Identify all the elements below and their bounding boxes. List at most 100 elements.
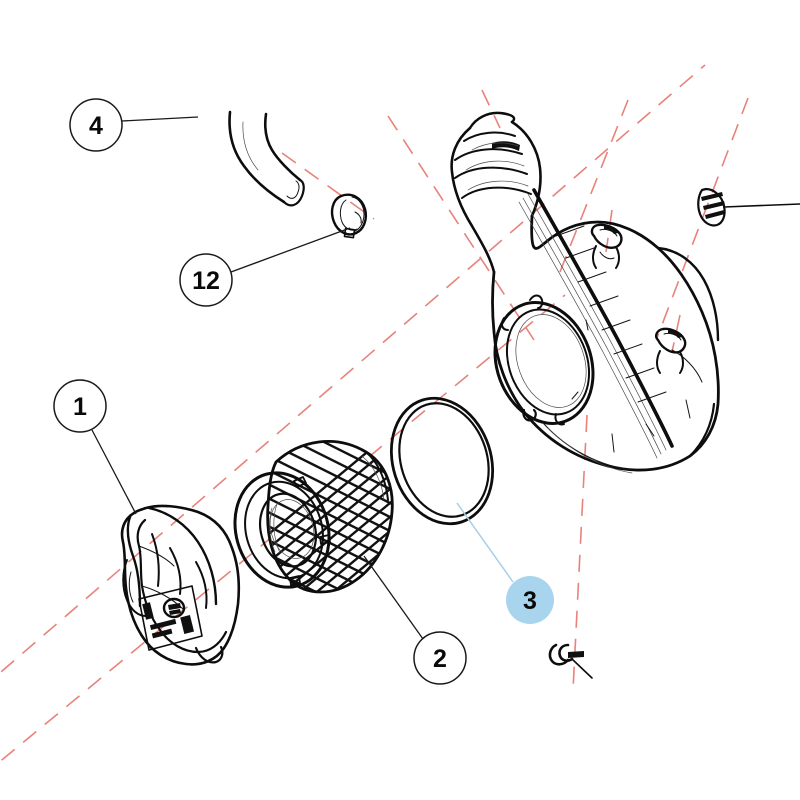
cover-rib-c bbox=[195, 561, 208, 609]
part-retaining-clip-bottom bbox=[548, 643, 593, 679]
callout-2-label: 2 bbox=[433, 645, 447, 673]
callout-12[interactable]: 12 bbox=[179, 253, 233, 307]
cover-crease-b bbox=[141, 585, 185, 611]
cover-outline bbox=[120, 504, 241, 666]
airbox-snorkel-shadow bbox=[492, 141, 520, 151]
o-ring-inner bbox=[398, 402, 490, 518]
clip-right-bar1 bbox=[701, 192, 723, 201]
part-airbox-housing bbox=[450, 111, 720, 474]
cover-handle-arc bbox=[147, 506, 218, 606]
airbox-mounting-boss-lower bbox=[655, 327, 687, 374]
filter-endcap-outer bbox=[233, 471, 331, 589]
airbox-snorkel-rib2 bbox=[454, 148, 523, 161]
airbox-clip-tab-bottom2 bbox=[554, 413, 565, 426]
axis-vertical-right bbox=[572, 414, 588, 691]
leader-callout-3 bbox=[456, 502, 514, 583]
part-o-ring bbox=[389, 396, 495, 526]
airbox-filter-opening-lip bbox=[515, 314, 587, 408]
callout-12-circle[interactable] bbox=[179, 253, 233, 307]
cover-latch-left bbox=[122, 559, 147, 617]
airbox-rib-c bbox=[685, 399, 691, 419]
clip-bottom-hook bbox=[548, 643, 570, 666]
hose-end-ellipse bbox=[282, 178, 305, 207]
airbox-filter-opening-inner bbox=[505, 308, 591, 416]
airbox-rib-a bbox=[611, 433, 615, 453]
hose-end-bore bbox=[286, 180, 300, 199]
airbox-filter-opening-outer bbox=[493, 301, 595, 425]
airbox-seam-main bbox=[532, 188, 674, 448]
cover-latch-detail bbox=[128, 571, 134, 603]
clamp-tail bbox=[354, 211, 362, 224]
airbox-seam-shade1 bbox=[527, 193, 667, 451]
clip-bottom-stem bbox=[571, 658, 593, 679]
part-hose-clamp bbox=[330, 193, 368, 239]
airbox-right-edge bbox=[688, 402, 716, 458]
axis-boss-upper bbox=[605, 209, 613, 253]
clamp-band-right bbox=[339, 193, 368, 235]
airbox-seam-ticks bbox=[555, 225, 667, 403]
airbox-snorkel-hl1 bbox=[471, 142, 519, 151]
airbox-detail-mark2 bbox=[571, 391, 579, 400]
axis-right-a bbox=[555, 99, 629, 283]
airbox-snorkel-rib1 bbox=[463, 131, 516, 142]
clamp-band-groove bbox=[351, 196, 365, 232]
axis-airbox-top bbox=[481, 89, 501, 129]
callout-2-circle[interactable] bbox=[413, 631, 467, 685]
axis-boss-lower bbox=[671, 314, 681, 353]
part-intake-hose bbox=[228, 110, 305, 207]
clip-bottom-head bbox=[568, 651, 584, 658]
callout-2[interactable]: 2 bbox=[413, 631, 467, 685]
part-retaining-clip-right bbox=[697, 187, 800, 227]
hose-highlight bbox=[242, 121, 259, 171]
airbox-snorkel-right bbox=[510, 120, 542, 218]
cover-handle-left bbox=[126, 515, 142, 608]
callout-1-circle[interactable] bbox=[53, 379, 107, 433]
callout-3-circle-highlight[interactable] bbox=[506, 576, 554, 624]
airbox-rib-b bbox=[645, 423, 655, 437]
airbox-snorkel-cap bbox=[468, 111, 516, 130]
leader-callout-4 bbox=[121, 116, 199, 122]
airbox-seam-shade2 bbox=[522, 197, 662, 455]
cover-warning-decal bbox=[138, 585, 203, 651]
filter-tab-top bbox=[293, 476, 307, 488]
cover-rib-b bbox=[169, 547, 182, 595]
leader-callout-1 bbox=[91, 429, 137, 515]
filter-tab-bottom bbox=[289, 575, 301, 586]
callout-1[interactable]: 1 bbox=[53, 379, 107, 433]
cover-lower-tab bbox=[194, 645, 224, 664]
callout-4-circle[interactable] bbox=[69, 98, 123, 152]
airbox-snorkel-left bbox=[450, 126, 496, 274]
o-ring-outer bbox=[389, 396, 495, 526]
clip-bottom-arm bbox=[558, 643, 574, 662]
filter-endcap-bore bbox=[259, 492, 317, 568]
cover-rib-a bbox=[151, 533, 160, 587]
clip-right-stem bbox=[723, 203, 800, 208]
airbox-body-outline bbox=[491, 214, 720, 472]
callout-1-label: 1 bbox=[73, 393, 87, 421]
airbox-seam-shade3 bbox=[518, 201, 658, 459]
clip-right-bar3 bbox=[705, 210, 725, 219]
callout-4[interactable]: 4 bbox=[69, 98, 123, 152]
leader-callout-12 bbox=[230, 227, 351, 273]
filter-endcap-bore-inner bbox=[269, 499, 315, 559]
hose-inner-wall bbox=[263, 112, 302, 182]
clamp-band-outer bbox=[330, 194, 358, 236]
airbox-detail-mark1 bbox=[585, 319, 589, 331]
axis-hose-short bbox=[281, 152, 375, 220]
filter-body-outline bbox=[266, 440, 394, 594]
airbox-snorkel-rib4 bbox=[461, 186, 532, 199]
clamp-screw-housing bbox=[343, 227, 356, 239]
callout-3-label: 3 bbox=[523, 587, 537, 615]
airbox-clip-tab-bottom bbox=[522, 408, 537, 422]
axis-main-diagonal bbox=[0, 64, 706, 674]
axis-upper-diagonal bbox=[387, 115, 535, 341]
filter-endcap-shade2 bbox=[273, 503, 281, 554]
callout-3[interactable]: 3 bbox=[506, 576, 554, 624]
filter-tab-right bbox=[319, 534, 331, 545]
clip-right-bar2 bbox=[703, 201, 725, 210]
callout-12-label: 12 bbox=[192, 267, 220, 295]
airbox-snorkel-rib3 bbox=[454, 166, 528, 179]
filter-endcap-shade1 bbox=[269, 507, 276, 553]
